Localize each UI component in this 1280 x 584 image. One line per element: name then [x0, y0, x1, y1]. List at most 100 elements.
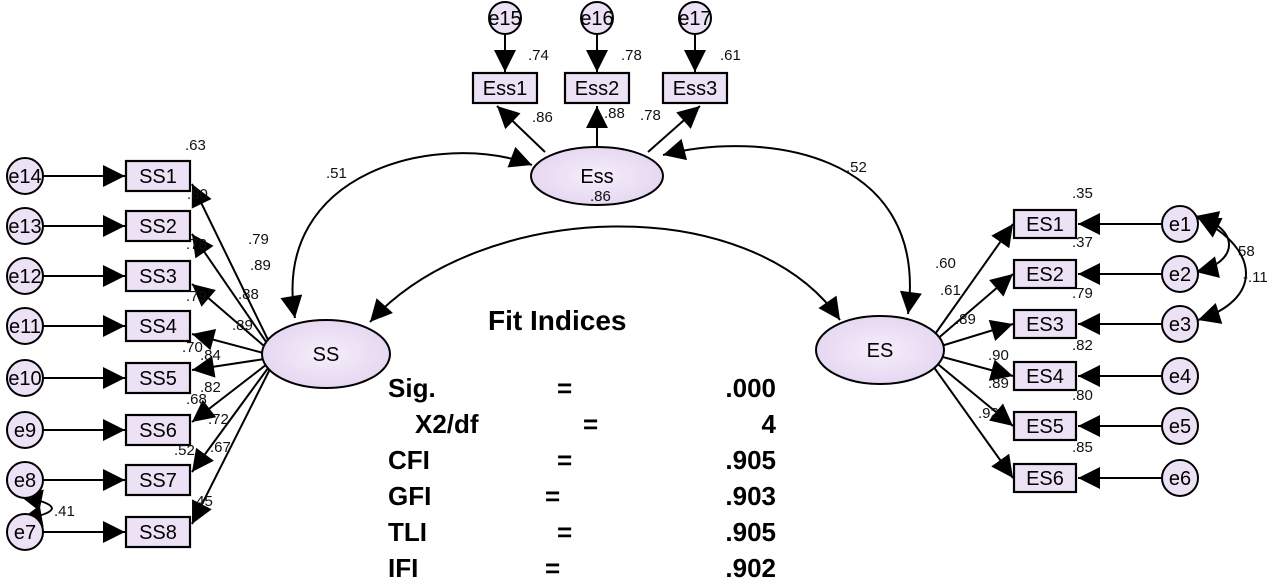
error-e15-circle — [488, 1, 522, 35]
indicator-ss2-label: SS2 — [139, 216, 177, 238]
r2-es3: .79 — [1072, 285, 1093, 302]
latent-ss-ellipse — [261, 319, 391, 389]
loading-es5: .89 — [988, 375, 1009, 392]
indicator-es6: ES6 — [1012, 462, 1078, 494]
r2-es5: .80 — [1072, 387, 1093, 404]
indicator-ss2-box — [124, 209, 192, 243]
loading-path-ss4 — [191, 329, 272, 356]
error-e6: e6 — [1161, 459, 1199, 497]
indicator-es5-label: ES5 — [1026, 416, 1064, 438]
indicator-ss4: SS4 — [124, 309, 192, 343]
indicator-ss4-box — [124, 309, 192, 343]
error-e8-label: e8 — [14, 470, 36, 492]
loading-path-es2 — [927, 273, 1014, 348]
indicator-ss3-box — [124, 259, 192, 293]
latent-es: ES — [815, 315, 945, 385]
indicator-ss4-label: SS4 — [139, 316, 177, 338]
r2-ss7: .52 — [174, 442, 195, 459]
error-e9-circle — [6, 411, 44, 449]
latent-es-label: ES — [867, 340, 894, 362]
indicator-es4-label: ES4 — [1026, 366, 1064, 388]
indicator-ess3: Ess3 — [661, 71, 729, 105]
error-e13-label: e13 — [8, 216, 41, 238]
loading-es2: .61 — [940, 282, 961, 299]
indicator-es6-label: ES6 — [1026, 468, 1064, 490]
loading-path-es5 — [927, 355, 1014, 427]
error-e16-circle — [580, 1, 614, 35]
loading-ss7: .72 — [208, 411, 229, 428]
cov-label-ess-ss: .51 — [326, 165, 347, 182]
loading-path-ss7 — [191, 363, 272, 473]
error-e11-label: e11 — [9, 316, 41, 338]
fit-value-3: .903 — [725, 481, 776, 511]
loading-ss3: .88 — [238, 286, 259, 303]
fit-eq-2: = — [557, 445, 572, 475]
error-e13: e13 — [6, 207, 44, 245]
error-e5-label: e5 — [1169, 416, 1191, 438]
error-e7-label: e7 — [14, 522, 36, 544]
covariance-ess-es — [662, 138, 922, 315]
indicator-ess3-box — [661, 71, 729, 105]
cov-label-ess-es: .52 — [846, 159, 867, 176]
error-e12-circle — [6, 257, 44, 295]
r2-ess2: .78 — [621, 47, 642, 64]
fit-eq-5: = — [545, 553, 560, 583]
error-e16: e16 — [580, 1, 614, 35]
r2-ss3: .78 — [186, 236, 207, 253]
indicator-es6-box — [1012, 462, 1078, 494]
r2-ss1: .63 — [185, 137, 206, 154]
error-e14-circle — [6, 157, 44, 195]
indicator-ess2: Ess2 — [563, 71, 631, 105]
indicator-ss6-label: SS6 — [139, 420, 177, 442]
indicator-es5-box — [1012, 410, 1078, 442]
indicator-ss5-box — [124, 361, 192, 395]
indicator-es3-box — [1012, 308, 1078, 340]
fit-indices-title: Fit Indices — [488, 305, 626, 336]
r2-ss6: .68 — [186, 391, 207, 408]
indicator-ss3-label: SS3 — [139, 266, 177, 288]
r2-es1: .35 — [1072, 185, 1093, 202]
loading-path-ss8 — [191, 366, 272, 525]
loading-ss8: .67 — [210, 439, 231, 456]
indicator-ss1-box — [124, 159, 192, 193]
error-e5-circle — [1161, 407, 1199, 445]
labels: .74.78.61.86.88.78.63.80.78.79.70.68.52.… — [54, 47, 1268, 520]
loading-ess1: .86 — [532, 109, 553, 126]
fit-name-0: Sig. — [388, 373, 436, 403]
r2-es6: .85 — [1072, 439, 1093, 456]
error-e6-label: e6 — [1169, 468, 1191, 490]
error-e12: e12 — [6, 257, 44, 295]
loading-es6: .92 — [978, 405, 999, 422]
error-e8-circle — [6, 461, 44, 499]
latent-ess-label: Ess — [580, 166, 613, 188]
indicator-ss8-label: SS8 — [139, 522, 177, 544]
error-e1-circle — [1161, 205, 1199, 243]
fit-name-1: X2/df — [415, 409, 479, 439]
error-e11-circle — [6, 307, 44, 345]
r2-es4: .82 — [1072, 337, 1093, 354]
indicator-es2-box — [1012, 258, 1078, 290]
error-e3-circle — [1161, 305, 1199, 343]
indicator-es3: ES3 — [1012, 308, 1078, 340]
r2-ss5: .70 — [182, 339, 203, 356]
indicator-es3-label: ES3 — [1026, 314, 1064, 336]
indicator-ss6-box — [124, 413, 192, 447]
error-e15-label: e15 — [488, 8, 521, 30]
indicator-es2-label: ES2 — [1026, 264, 1064, 286]
covariance-e1-e2 — [1195, 211, 1230, 278]
error-e15: e15 — [488, 1, 522, 35]
cov-label-e2-e3: -.11 — [1243, 269, 1268, 286]
error-e2: e2 — [1161, 255, 1199, 293]
fit-value-5: .902 — [725, 553, 776, 583]
error-e10-label: e10 — [8, 368, 41, 390]
error-e14: e14 — [6, 157, 44, 195]
error-e6-circle — [1161, 459, 1199, 497]
indicator-ss5-label: SS5 — [139, 368, 177, 390]
error-e1-label: e1 — [1169, 214, 1191, 236]
indicator-ss7: SS7 — [124, 463, 192, 497]
loading-path-ess1 — [496, 105, 546, 153]
fit-eq-0: = — [557, 373, 572, 403]
loading-ss1: .79 — [248, 231, 269, 248]
latent-ss: SS — [261, 319, 391, 389]
indicator-ss3: SS3 — [124, 259, 192, 293]
